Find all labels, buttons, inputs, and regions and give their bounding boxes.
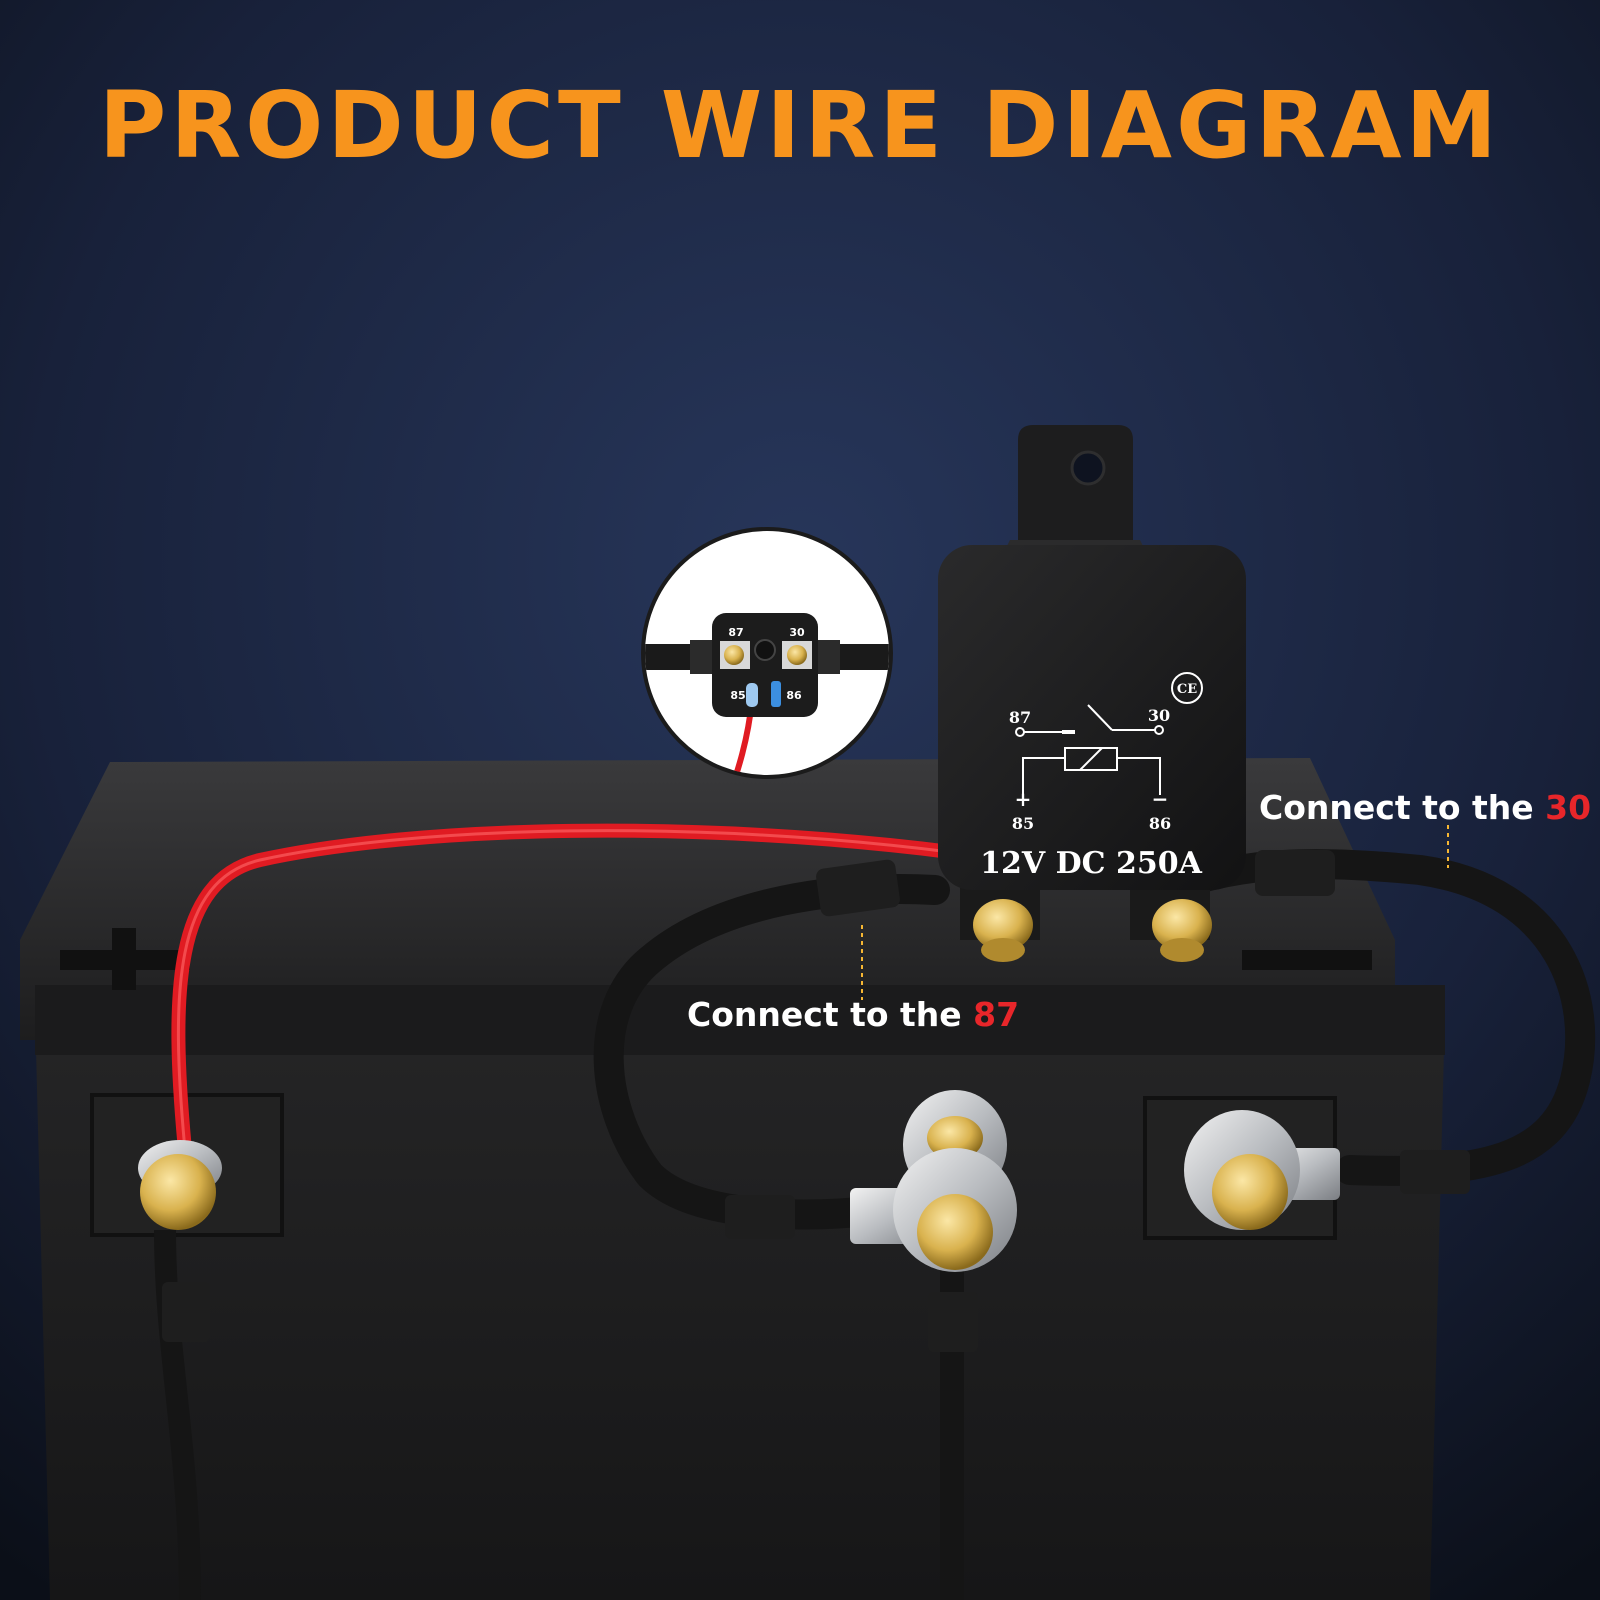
inset-post-30 <box>787 645 807 665</box>
battery-lid-rim <box>35 985 1445 1055</box>
relay-post-30 <box>1152 899 1212 951</box>
page-title: PRODUCT WIRE DIAGRAM <box>98 72 1502 179</box>
callout-connect-87: Connect to the 87 <box>687 995 1019 1034</box>
inset-pin-86-label: 86 <box>786 689 802 702</box>
relay-schematic <box>1015 672 1203 795</box>
relay-post-87 <box>973 899 1033 951</box>
inset-relay-face <box>712 613 818 717</box>
callout-connect-30: Connect to the 30 <box>1259 788 1591 827</box>
inset-connector-85 <box>746 683 758 707</box>
relay-pin-30-label: 30 <box>1148 706 1170 725</box>
right-terminal-bolt <box>1212 1154 1288 1230</box>
relay-mount-tab <box>1018 425 1133 555</box>
relay-pin-87-label: 87 <box>1009 708 1031 727</box>
relay-plus-symbol: + <box>1015 787 1032 811</box>
callout-87-text: Connect to the <box>687 995 974 1034</box>
inset-pin-85-label: 85 <box>730 689 745 702</box>
ce-mark: CE <box>1177 682 1197 697</box>
mount-hole <box>1070 450 1106 486</box>
inset-post-87 <box>724 645 744 665</box>
battery-body <box>35 1010 1445 1600</box>
middle-terminal-bolt <box>917 1194 993 1270</box>
inset-connector-86 <box>771 681 781 707</box>
relay: 87 30 + − 85 86 CE 12V DC 250A <box>938 425 1246 962</box>
heat-shrink-30-lower <box>1400 1150 1470 1194</box>
inset-wiring-detail: 87 30 85 86 <box>641 527 893 779</box>
lid-minus-mark <box>1242 950 1372 970</box>
heat-shrink-87-lower <box>725 1195 795 1239</box>
left-terminal <box>138 1140 222 1230</box>
right-terminal <box>1184 1110 1340 1230</box>
relay-rating: 12V DC 250A <box>980 846 1202 881</box>
relay-body <box>938 545 1246 890</box>
callout-87-pin: 87 <box>973 995 1020 1034</box>
callout-30-pin: 30 <box>1545 788 1592 827</box>
inset-pin-87-label: 87 <box>728 626 743 639</box>
relay-minus-symbol: − <box>1152 787 1169 811</box>
inset-pin-30-label: 30 <box>789 626 805 639</box>
middle-terminal <box>850 1090 1017 1272</box>
left-terminal-bolt <box>140 1154 216 1230</box>
left-ground-cable <box>154 1229 201 1600</box>
callout-30-text: Connect to the <box>1259 788 1546 827</box>
heat-shrink-30 <box>1255 850 1335 896</box>
heat-shrink-87 <box>816 859 900 917</box>
relay-pin-86-label: 86 <box>1149 814 1171 833</box>
relay-pin-85-label: 85 <box>1012 814 1034 833</box>
